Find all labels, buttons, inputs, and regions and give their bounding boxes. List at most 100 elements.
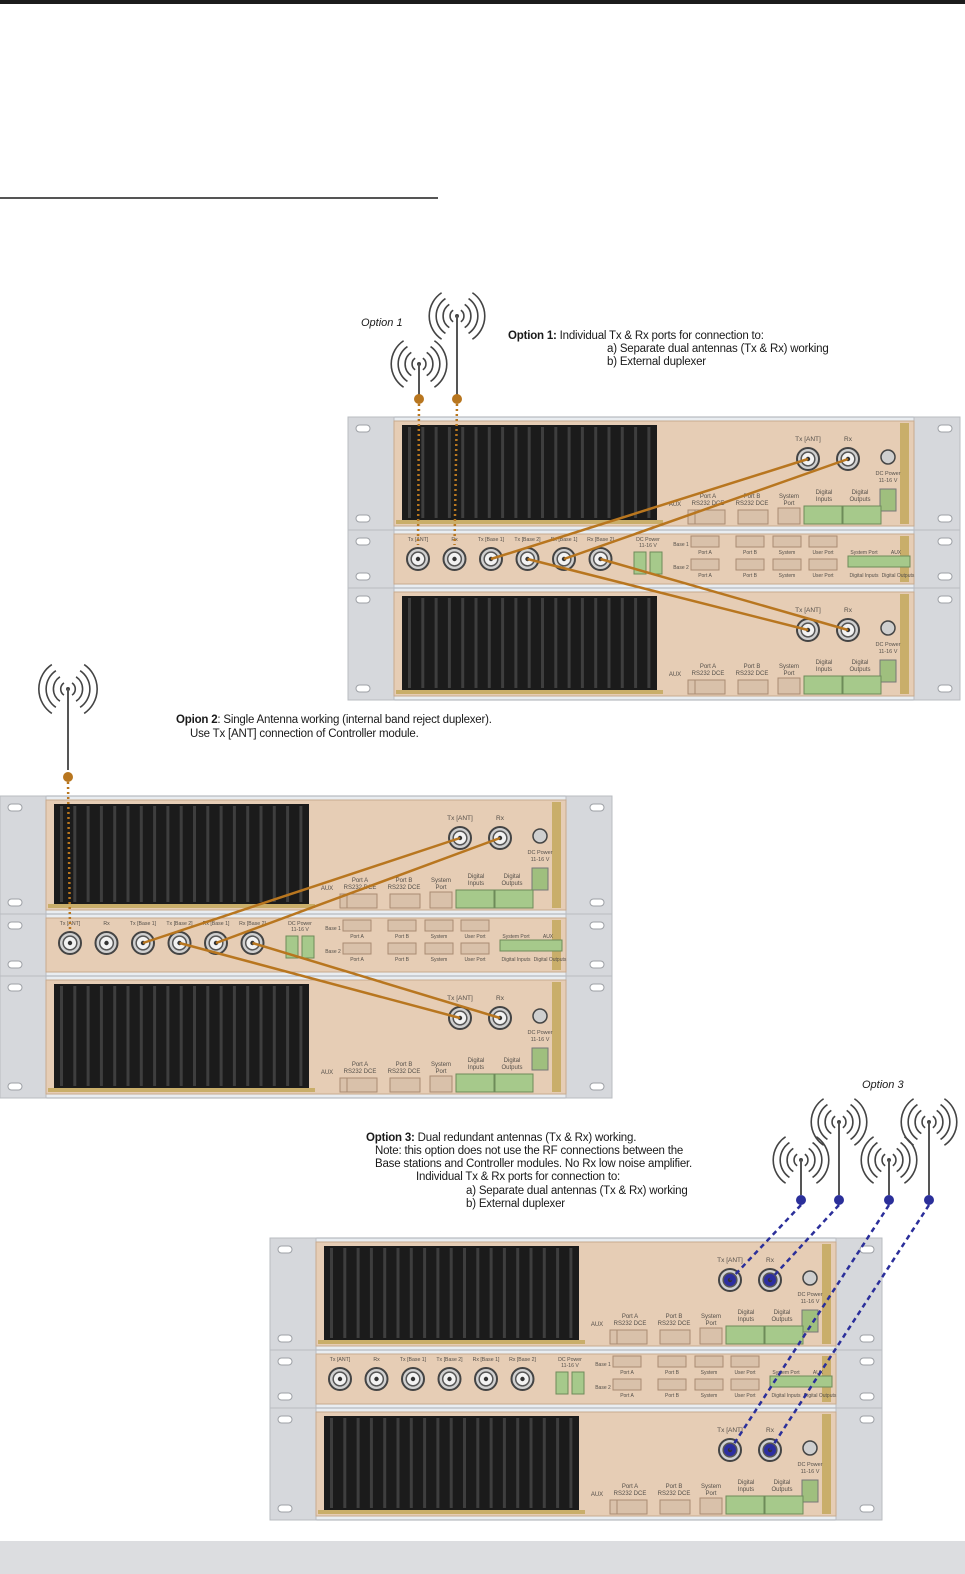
heatsink-fin [620,427,624,518]
antenna-icon [810,1098,868,1146]
cable-junction [884,1195,894,1205]
rf-connector-pin [67,940,73,946]
system-socket [429,891,453,909]
heatsink-fin [516,1418,520,1508]
heatsink-fin [409,1418,413,1508]
port-a-rs232-label: RS232 DCE [614,1321,647,1327]
dc-power-label: DC Power [527,850,552,856]
tx-bottom-dashed-cable [728,1204,891,1451]
controller-port_a-label: Port A [620,1393,634,1399]
port-b-label: Port B [396,878,413,884]
heatsink-fin [447,427,451,518]
cable-junction [796,1195,806,1205]
heatsink-fin [206,986,210,1086]
antenna-wave [853,1098,868,1146]
controller-socket [808,558,838,571]
dc-terminal [301,935,315,959]
handle-strip [822,1244,831,1344]
rx-label: Rx [766,1427,775,1434]
heatsink-fin [489,1418,493,1508]
heatsink-fin [369,1418,373,1508]
heatsink-fin [476,1418,480,1508]
controller-digital-outputs-label: Digital Outputs [804,1393,837,1399]
rx-label: Rx [496,995,505,1002]
heatsink-fin [447,598,451,688]
digital-inputs-label: Digital [738,1310,755,1316]
controller-port_a-label: Port A [350,934,364,940]
rf-connector-pin [520,1376,525,1382]
antenna-wave [397,345,408,383]
controller-system-label: System [431,957,448,963]
tx-ant-label: Tx [ANT] [795,607,821,614]
digital-inputs-block [725,1325,765,1345]
antenna-icon [428,292,486,340]
controller-port_a-label: Port A [698,550,712,556]
heatsink-fin [232,806,236,902]
port-b-rs232-label: RS232 DCE [388,885,421,891]
controller-digital-inputs-label: Digital Inputs [850,573,879,579]
dc-power-connector [880,449,896,465]
heatsink-fin [219,806,223,902]
port-a-label: Port A [700,494,716,500]
controller-user_port-label: User Port [734,1370,756,1376]
antenna-wave [59,682,65,696]
antenna-wave [79,670,91,708]
heatsink-fin [166,986,170,1086]
heatsink-fin [356,1248,360,1338]
heatsink-fin [607,427,611,518]
dc-terminal [555,1371,569,1395]
digital-outputs-sub: Outputs [849,667,870,673]
controller-terminal-block [769,1375,833,1388]
controller-port-label: Tx [ANT] [330,1357,351,1363]
heatsink-base [396,690,663,694]
antenna-wave [468,297,479,335]
heatsink-fin [487,598,491,688]
digital-inputs-sub: Inputs [468,1065,484,1071]
heatsink-fin [330,1248,333,1338]
mount-slot [859,1334,875,1343]
option1-tag: Option 1 [361,317,403,329]
controller-socket [690,535,720,548]
antenna-wave [815,1136,830,1184]
controller-socket [735,558,765,571]
heatsink-fin [286,806,290,902]
dc-voltage-label: 11-16 V [801,1299,820,1305]
option3-tag: Option 3 [862,1079,904,1091]
antenna-wave [786,1147,794,1173]
mount-slot [7,960,23,969]
mount-slot [937,514,953,523]
heatsink-fin [434,427,438,518]
mount-slot [859,1357,875,1366]
system-label: System [779,494,799,500]
antenna-wave [45,670,57,708]
dc-voltage-label: 11-16 V [531,857,550,863]
aux-label: AUX [591,1322,603,1328]
mount-slot [277,1392,293,1401]
handle-strip [552,982,561,1092]
antenna-wave [449,309,454,323]
digital-outputs-label: Digital [504,874,521,880]
option1-line-a: a) Separate dual antennas (Tx & Rx) work… [607,343,829,355]
antenna-wave [83,663,98,715]
digital-inputs-block [455,1073,495,1093]
antenna-wave [426,351,434,377]
dc-power-terminal [801,1309,819,1333]
controller-user_port-label: User Port [464,934,486,940]
rack-ear-right [565,795,613,915]
footer-band [0,1541,965,1574]
heatsink-fin [408,598,411,688]
digital-inputs-block [803,505,843,525]
heatsink-fin [113,986,117,1086]
heatsink-fin [383,1418,387,1508]
heatsink-base [48,904,315,908]
heatsink-fin [463,1248,466,1338]
digital-inputs-block [455,889,495,909]
rack-ear-right [835,1237,883,1351]
rf-connector-pin [410,1376,416,1382]
controller-socket [772,558,802,571]
